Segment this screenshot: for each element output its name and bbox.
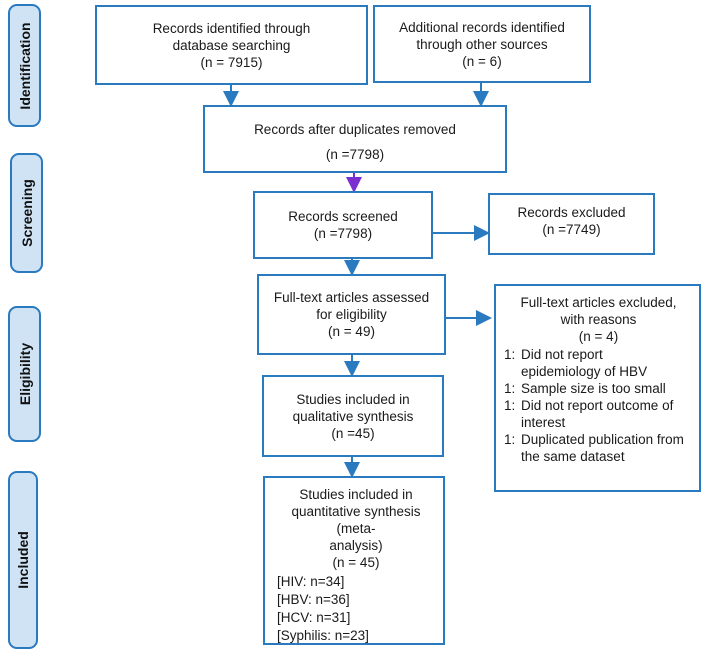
box-quantitative-synthesis: Studies included in quantitative synthes… (263, 476, 445, 645)
box-line: Records excluded (517, 205, 626, 220)
box-line: (n =7798) (313, 226, 373, 241)
box-line: (n =7798) (325, 147, 385, 162)
box-line: (n = 4) (578, 329, 619, 344)
breakdown-item: [HCV: n=31] (277, 610, 351, 625)
phase-identification: Identification (8, 4, 41, 127)
box-line: qualitative synthesis (292, 408, 414, 424)
phase-included: Included (8, 471, 38, 649)
box-fulltext-excluded: Full-text articles excluded, with reason… (494, 284, 701, 492)
phase-label: Eligibility (16, 342, 33, 406)
exclusion-reason: 1: Duplicated publication from the same … (504, 431, 693, 465)
phase-label: Identification (16, 21, 33, 110)
excluded-header: Full-text articles excluded, with reason… (504, 294, 693, 345)
box-identified-database: Records identified through database sear… (95, 5, 368, 85)
breakdown-item: [Syphilis: n=23] (277, 628, 369, 643)
box-identified-other: Additional records identified through ot… (373, 5, 591, 83)
reason-count: 1: (504, 381, 516, 396)
reason-text: Did not report outcome of interest (521, 398, 674, 430)
box-line: with reasons (560, 312, 637, 327)
exclusion-reasons: 1: Did not report epidemiology of HBV 1:… (504, 346, 693, 465)
exclusion-reason: 1: Did not report outcome of interest (504, 397, 693, 431)
box-line: database searching (172, 37, 291, 53)
box-records-screened: Records screened (n =7798) (253, 191, 433, 259)
box-line: Additional records identified (399, 19, 565, 35)
phase-eligibility: Eligibility (8, 306, 41, 442)
box-qualitative-synthesis: Studies included in qualitative synthesi… (262, 375, 444, 457)
box-line: (n = 45) (332, 555, 380, 570)
reason-count: 1: (504, 347, 516, 362)
phase-screening: Screening (10, 153, 43, 273)
box-line: quantitative synthesis (meta- (291, 504, 421, 536)
box-line: analysis) (329, 538, 383, 553)
box-line: (n = 7915) (200, 54, 263, 70)
breakdown-item: [HIV: n=34] (277, 574, 345, 589)
box-line: through other sources (416, 36, 548, 52)
box-fulltext-assessed: Full-text articles assessed for eligibil… (257, 274, 446, 355)
box-records-excluded: Records excluded (n =7749) (488, 193, 655, 255)
box-line: Records screened (288, 209, 398, 224)
exclusion-reason: 1: Sample size is too small (504, 380, 693, 397)
box-line: Full-text articles assessed (273, 290, 430, 305)
reason-text: Sample size is too small (521, 381, 666, 396)
box-line: Studies included in (299, 487, 413, 502)
quantitative-header: Studies included in quantitative synthes… (273, 486, 439, 571)
reason-count: 1: (504, 398, 516, 413)
reason-text: Duplicated publication from the same dat… (521, 432, 684, 464)
reason-count: 1: (504, 432, 516, 447)
breakdown-item: [HBV: n=36] (277, 592, 350, 607)
box-line: Records identified through (152, 20, 311, 36)
box-line: Records after duplicates removed (254, 122, 456, 137)
disease-breakdown: [HIV: n=34] [HBV: n=36] [HCV: n=31] [Syp… (273, 573, 439, 645)
exclusion-reason: 1: Did not report epidemiology of HBV (504, 346, 693, 380)
reason-text: Did not report epidemiology of HBV (521, 347, 648, 379)
box-line: (n =45) (331, 425, 375, 441)
box-line: (n = 6) (462, 53, 502, 69)
box-after-duplicates: Records after duplicates removed (n =779… (203, 105, 507, 173)
box-line: (n =7749) (542, 222, 601, 237)
box-line: Full-text articles excluded, (520, 295, 677, 310)
box-line: Studies included in (296, 391, 410, 407)
phase-label: Included (15, 531, 31, 589)
box-line: for eligibility (316, 307, 387, 322)
box-line: (n = 49) (328, 324, 375, 339)
phase-label: Screening (18, 179, 35, 247)
